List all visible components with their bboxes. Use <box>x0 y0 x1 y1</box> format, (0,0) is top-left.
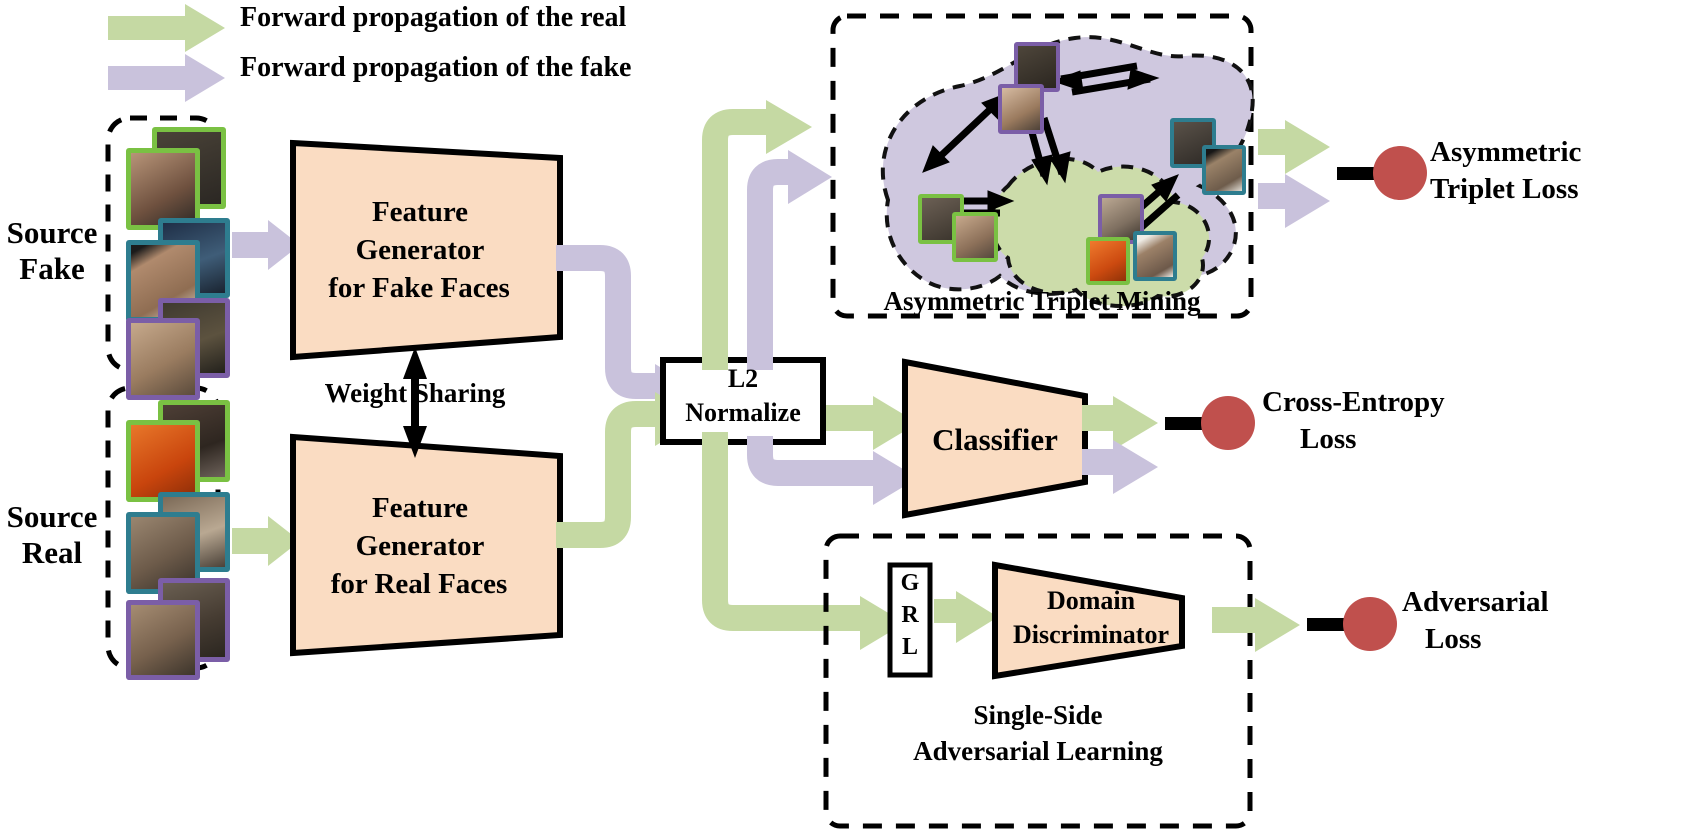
feature-generator-fake-line-1: Feature <box>371 196 469 228</box>
feature-generator-real-line-3: for Real Faces <box>330 568 508 600</box>
classifier-shape <box>902 358 1088 519</box>
domain-discriminator-shape <box>992 561 1185 680</box>
source-real-label-line-1: Source <box>6 499 98 534</box>
weight-sharing-label: Weight Sharing <box>324 378 506 408</box>
flow-real-triplet-to-loss <box>1258 120 1330 174</box>
flow-fake-classifier-to-loss <box>1082 440 1158 494</box>
asymmetric-triplet-loss-line-1: Asymmetric <box>1430 136 1582 168</box>
asymmetric-triplet-loss-node <box>1337 146 1427 200</box>
cross-entropy-loss-line-1: Cross-Entropy <box>1262 386 1445 418</box>
node-fake-left-b <box>952 212 998 262</box>
asymmetric-triplet-mining-box <box>830 13 1254 319</box>
grl-letter-g: G <box>900 570 920 596</box>
asymmetric-triplet-mining-caption: Asymmetric Triplet Mining <box>883 286 1201 316</box>
node-fake-anchor <box>998 84 1044 134</box>
arrow-fake-input-to-generator <box>232 220 300 270</box>
l2-normalize-line-1: L2 <box>727 364 759 393</box>
node-real-teal <box>1133 231 1177 281</box>
grl-letter-l: L <box>901 634 918 660</box>
feature-generator-fake-line-3: for Fake Faces <box>328 272 510 304</box>
flow-real-discriminator-to-loss <box>1212 598 1300 652</box>
flow-real-grl-to-discriminator <box>934 591 998 643</box>
flow-fake-triplet-to-loss <box>1258 174 1330 228</box>
domain-discriminator-line-2: Discriminator <box>1013 620 1169 649</box>
feature-generator-real-line-1: Feature <box>371 492 469 524</box>
single-side-adversarial-caption-line-1: Single-Side <box>973 700 1103 730</box>
source-real-label-line-2: Real <box>21 535 83 570</box>
legend-real-arrow <box>108 4 225 52</box>
source-fake-label-line-2: Fake <box>19 251 85 286</box>
classifier-label: Classifier <box>932 422 1058 457</box>
cross-entropy-loss-line-2: Loss <box>1300 423 1357 455</box>
rel-anchor-leftpair-line <box>928 97 1003 168</box>
flow-real-l2-to-triplet <box>702 100 812 370</box>
l2-normalize-shape <box>660 357 826 445</box>
single-side-adversarial-box <box>823 533 1253 829</box>
source-real-pair-3-front <box>126 600 200 680</box>
weight-sharing-arrow <box>403 347 427 458</box>
source-fake-pair-3-front <box>126 318 200 400</box>
asymmetric-triplet-loss-line-2: Triplet Loss <box>1430 173 1579 205</box>
grl-shape <box>887 562 933 678</box>
arrow-real-input-to-generator <box>232 516 300 566</box>
flow-fake-l2-to-classifier <box>747 436 918 505</box>
flow-fake-l2-to-triplet <box>747 150 832 370</box>
feature-generator-real-line-2: Generator <box>355 530 485 562</box>
feature-generator-fake-line-2: Generator <box>355 234 485 266</box>
adversarial-loss-line-1: Adversarial <box>1402 586 1549 618</box>
legend-real-label: Forward propagation of the real <box>240 2 627 33</box>
legend-fake-arrow <box>108 54 225 102</box>
cross-entropy-loss-node <box>1165 396 1255 450</box>
node-fake-right-b <box>1202 145 1246 195</box>
flow-real-l2-to-grl <box>702 432 905 650</box>
flow-real-classifier-to-loss <box>1082 396 1158 450</box>
domain-discriminator-line-1: Domain <box>1046 586 1136 615</box>
adversarial-loss-node <box>1307 597 1397 651</box>
flow-real-l2-to-classifier <box>826 396 918 450</box>
feature-generator-fake-shape <box>290 139 563 361</box>
source-real-pair-1-front <box>126 420 200 502</box>
adversarial-loss-line-2: Loss <box>1425 623 1482 655</box>
grl-letter-r: R <box>901 602 919 628</box>
l2-normalize-line-2: Normalize <box>685 398 801 427</box>
source-fake-label-line-1: Source <box>6 215 98 250</box>
node-real-orange <box>1086 237 1130 285</box>
single-side-adversarial-caption-line-2: Adversarial Learning <box>913 736 1163 766</box>
feature-generator-real-shape <box>290 433 563 657</box>
legend-fake-label: Forward propagation of the fake <box>240 52 632 83</box>
